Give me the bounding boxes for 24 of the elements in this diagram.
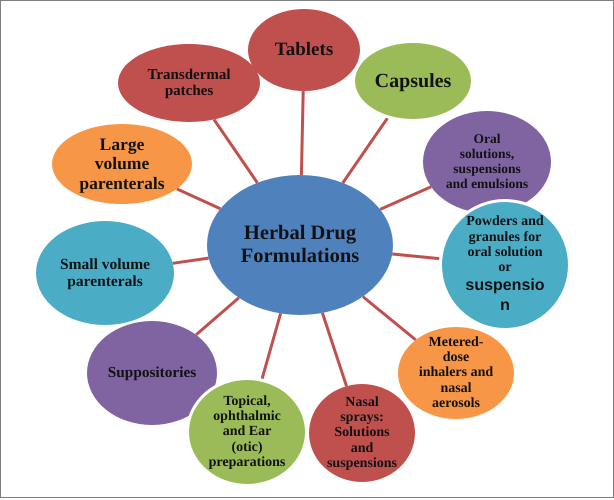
connector-line	[362, 295, 417, 342]
category-label: Suppositories	[108, 364, 196, 382]
connector-line	[320, 312, 348, 387]
category-label: Capsules	[374, 70, 452, 92]
connector-line	[260, 313, 282, 380]
category-label: Large volume parenterals	[78, 135, 166, 193]
connector-line	[342, 117, 389, 184]
category-label: Metered-dose inhalers and nasal aerosols	[418, 334, 494, 412]
category-label: Topical, ophthalmic and Ear (otic) preparations	[208, 394, 286, 470]
category-label: Nasal sprays: Solutions and suspensions	[326, 394, 398, 472]
category-label: Transdermal patches	[146, 66, 232, 100]
hub-title: Herbal Drug Formulations	[240, 222, 360, 268]
connector-line	[212, 118, 259, 184]
category-label: Tablets	[274, 40, 334, 60]
category-label: Powders and granules for oral solution or	[465, 214, 545, 276]
connector-line	[176, 188, 222, 210]
connector-line	[195, 296, 240, 336]
category-label: Oral solutions, suspensions and emulsions	[445, 132, 529, 192]
connector-line	[380, 185, 432, 211]
category-label: suspension	[464, 276, 546, 316]
category-label: Small volume parenterals	[59, 256, 151, 290]
connector-line	[300, 90, 305, 176]
connector-line	[392, 252, 440, 260]
connector-line	[172, 256, 209, 265]
